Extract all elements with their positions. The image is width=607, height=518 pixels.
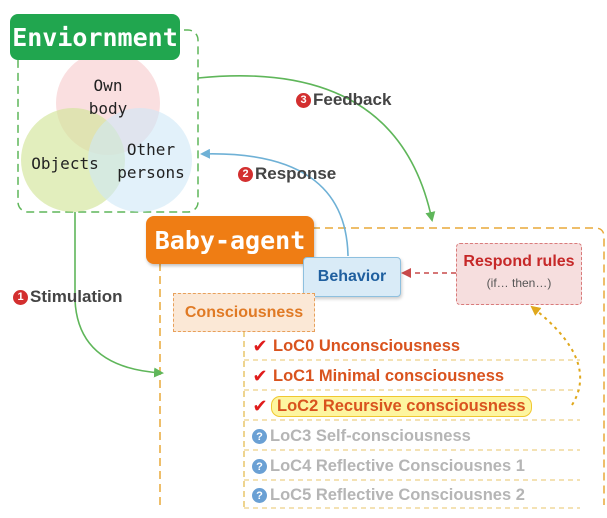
loc2-to-rules-arrow	[530, 305, 581, 406]
stimulation-number-badge: 1	[13, 289, 28, 305]
respond-rules-box: Respond rules (if… then…)	[456, 243, 582, 305]
stimulation-arrow	[74, 212, 164, 378]
level-row-loc2: ✔ LoC2 Recursive consciousness	[250, 396, 532, 417]
feedback-number-badge: 3	[296, 92, 311, 108]
level-row-loc1: ✔ LoC1 Minimal consciousness	[250, 366, 504, 387]
check-icon: ✔	[252, 366, 268, 386]
venn-other-persons-label: Other persons	[117, 140, 185, 182]
feedback-arrow	[197, 75, 436, 222]
venn-objects-label: Objects	[31, 154, 99, 173]
environment-title: Enviornment	[10, 14, 180, 60]
check-icon: ✔	[252, 336, 268, 356]
level-row-loc0: ✔ LoC0 Unconsciousness	[250, 336, 460, 357]
respond-rules-subtitle: (if… then…)	[486, 276, 552, 290]
response-label: 2 Response	[238, 164, 336, 184]
feedback-label: 3 Feedback	[296, 90, 391, 110]
level-highlight: LoC2 Recursive consciousness	[271, 396, 532, 417]
question-icon: ?	[252, 429, 267, 444]
consciousness-box: Consciousness	[173, 293, 315, 332]
venn-own-body-label: Own body	[88, 76, 128, 118]
question-icon: ?	[252, 488, 267, 503]
check-icon: ✔	[252, 396, 268, 416]
level-row-loc5: ? LoC5 Reflective Consciousnes 2	[250, 486, 525, 505]
stimulation-label: 1 Stimulation	[13, 287, 123, 307]
respond-rules-title: Respond rules	[463, 253, 575, 270]
level-dividers	[244, 359, 580, 509]
level-row-loc4: ? LoC4 Reflective Consciousnes 1	[250, 457, 525, 476]
question-icon: ?	[252, 459, 267, 474]
behavior-box: Behavior	[303, 257, 401, 297]
venn-other-persons-circle	[88, 108, 192, 212]
agent-title: Baby-agent	[146, 216, 314, 264]
response-number-badge: 2	[238, 166, 253, 182]
response-arrow	[200, 148, 349, 257]
level-row-loc3: ? LoC3 Self-consciousness	[250, 427, 471, 446]
agent-frame	[159, 227, 605, 505]
